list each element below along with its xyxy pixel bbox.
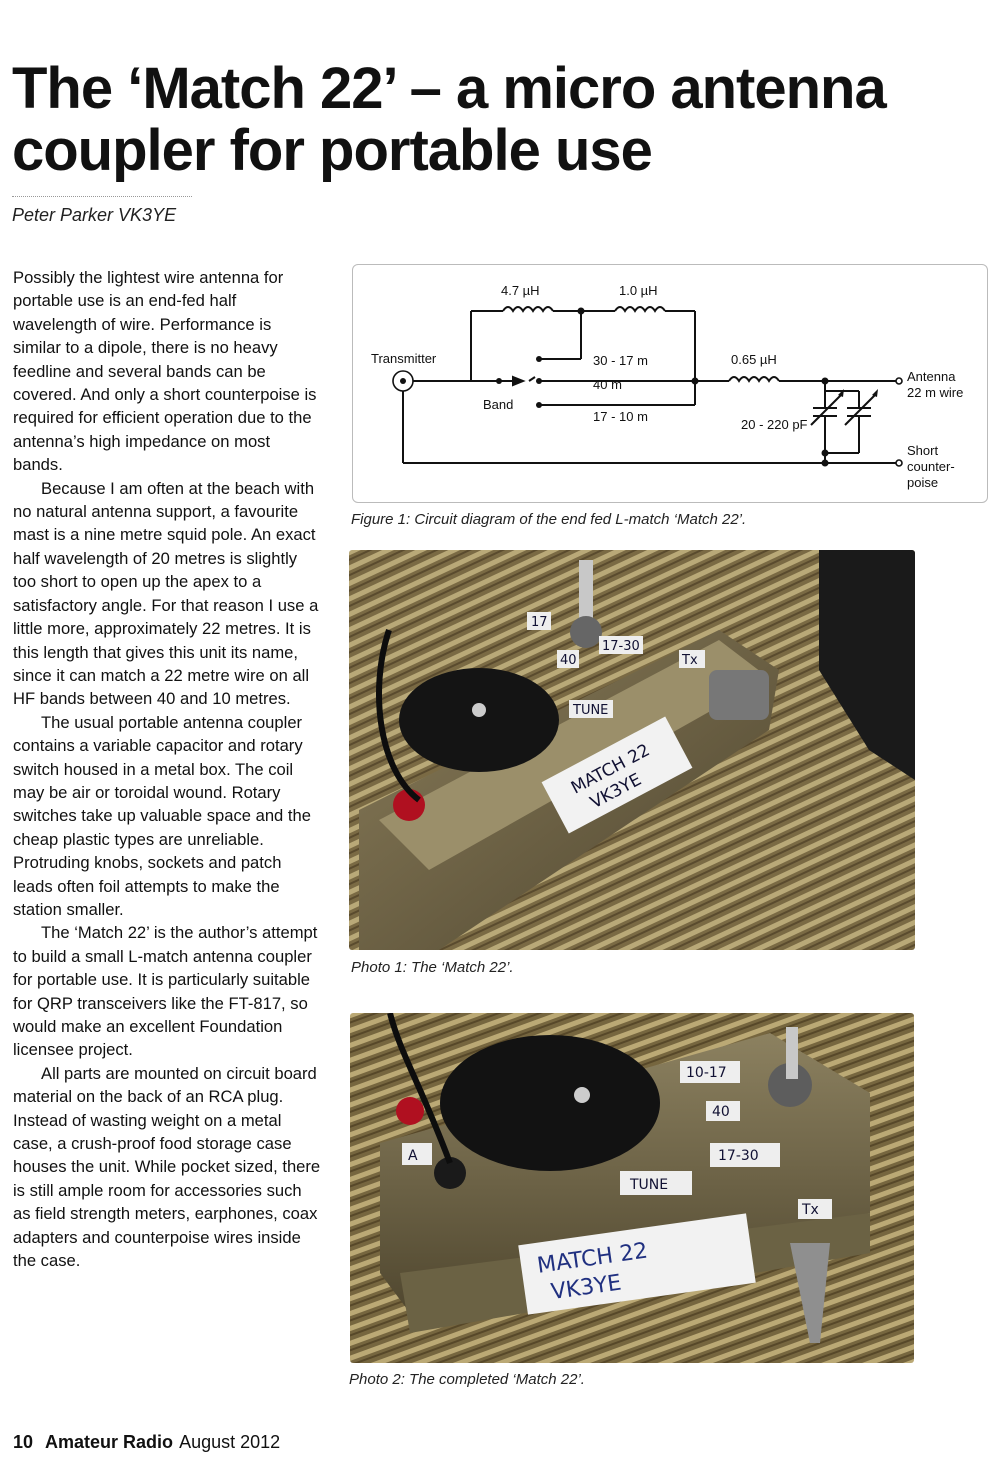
switch-position-3: 17 - 10 m bbox=[593, 409, 648, 424]
photo-2-label-a: A bbox=[408, 1148, 418, 1164]
antenna-label-2: 22 m wire bbox=[907, 385, 963, 400]
photo-2-label-10-17: 10-17 bbox=[686, 1065, 727, 1081]
photo-1-label-40: 40 bbox=[560, 653, 577, 668]
counterpoise-label-3: poise bbox=[907, 475, 938, 490]
paragraph-3: The usual portable antenna coupler conta… bbox=[13, 712, 311, 919]
photo-1-label-tx: Tx bbox=[681, 653, 698, 668]
paragraph-1: Possibly the lightest wire antenna for p… bbox=[13, 268, 317, 475]
antenna-label-1: Antenna bbox=[907, 369, 956, 384]
photo-2-labels: 10-17 40 17-30 TUNE Tx A MATCH 22 VK3YE bbox=[402, 1061, 832, 1315]
photo-1-caption: Photo 1: The ‘Match 22’. bbox=[351, 959, 514, 976]
page-number: 10 bbox=[13, 1432, 34, 1452]
switch-position-1: 30 - 17 m bbox=[593, 353, 648, 368]
switch-position-2: 40 m bbox=[593, 377, 622, 392]
photo-1-label-17: 17 bbox=[531, 615, 548, 630]
band-switch-label: Band bbox=[483, 397, 513, 412]
photo-2-caption: Photo 2: The completed ‘Match 22’. bbox=[349, 1371, 585, 1388]
photo-2-image: 10-17 40 17-30 TUNE Tx A MATCH 22 VK3YE bbox=[350, 1013, 914, 1363]
paragraph-5: All parts are mounted on circuit board m… bbox=[13, 1063, 321, 1271]
circuit-diagram: 4.7 µH 1.0 µH 0.65 µH Transmitter Band 3… bbox=[352, 264, 988, 503]
photo-2-label-tx: Tx bbox=[801, 1202, 819, 1218]
inductor-label-1: 4.7 µH bbox=[501, 283, 540, 298]
article-title: The ‘Match 22’ – a micro antenna coupler… bbox=[12, 58, 972, 182]
capacitor-label: 20 - 220 pF bbox=[741, 417, 808, 432]
title-line-2: coupler for portable use bbox=[12, 118, 653, 183]
transmitter-label: Transmitter bbox=[371, 351, 437, 366]
photo-2-label-40: 40 bbox=[712, 1104, 730, 1120]
title-line-1: The ‘Match 22’ – a micro antenna bbox=[12, 56, 887, 121]
issue-date: August 2012 bbox=[179, 1432, 281, 1452]
title-divider bbox=[12, 196, 192, 197]
photo-2-label-17-30: 17-30 bbox=[718, 1148, 759, 1164]
paragraph-4: The ‘Match 22’ is the author’s attempt t… bbox=[13, 923, 318, 1060]
photo-1-label-tune: TUNE bbox=[572, 703, 608, 718]
photo-2-label-tune: TUNE bbox=[629, 1177, 668, 1193]
author-byline: Peter Parker VK3YE bbox=[12, 205, 177, 225]
counterpoise-label-2: counter- bbox=[907, 459, 955, 474]
photo-1-image: 17 40 17-30 TUNE Tx MATCH 22 VK3YE bbox=[349, 550, 915, 950]
photo-1-labels: 17 40 17-30 TUNE Tx MATCH 22 VK3YE bbox=[527, 612, 705, 834]
circuit-diagram-svg: 4.7 µH 1.0 µH 0.65 µH Transmitter Band 3… bbox=[371, 283, 963, 490]
inductor-label-2: 1.0 µH bbox=[619, 283, 658, 298]
photo-1-label-17-30: 17-30 bbox=[602, 639, 640, 654]
body-column: Possibly the lightest wire antenna for p… bbox=[13, 266, 323, 1272]
paragraph-2: Because I am often at the beach with no … bbox=[13, 478, 319, 709]
figure-1-caption: Figure 1: Circuit diagram of the end fed… bbox=[351, 511, 747, 528]
counterpoise-label-1: Short bbox=[907, 443, 938, 458]
magazine-name: Amateur Radio bbox=[45, 1432, 174, 1452]
inductor-label-3: 0.65 µH bbox=[731, 352, 777, 367]
